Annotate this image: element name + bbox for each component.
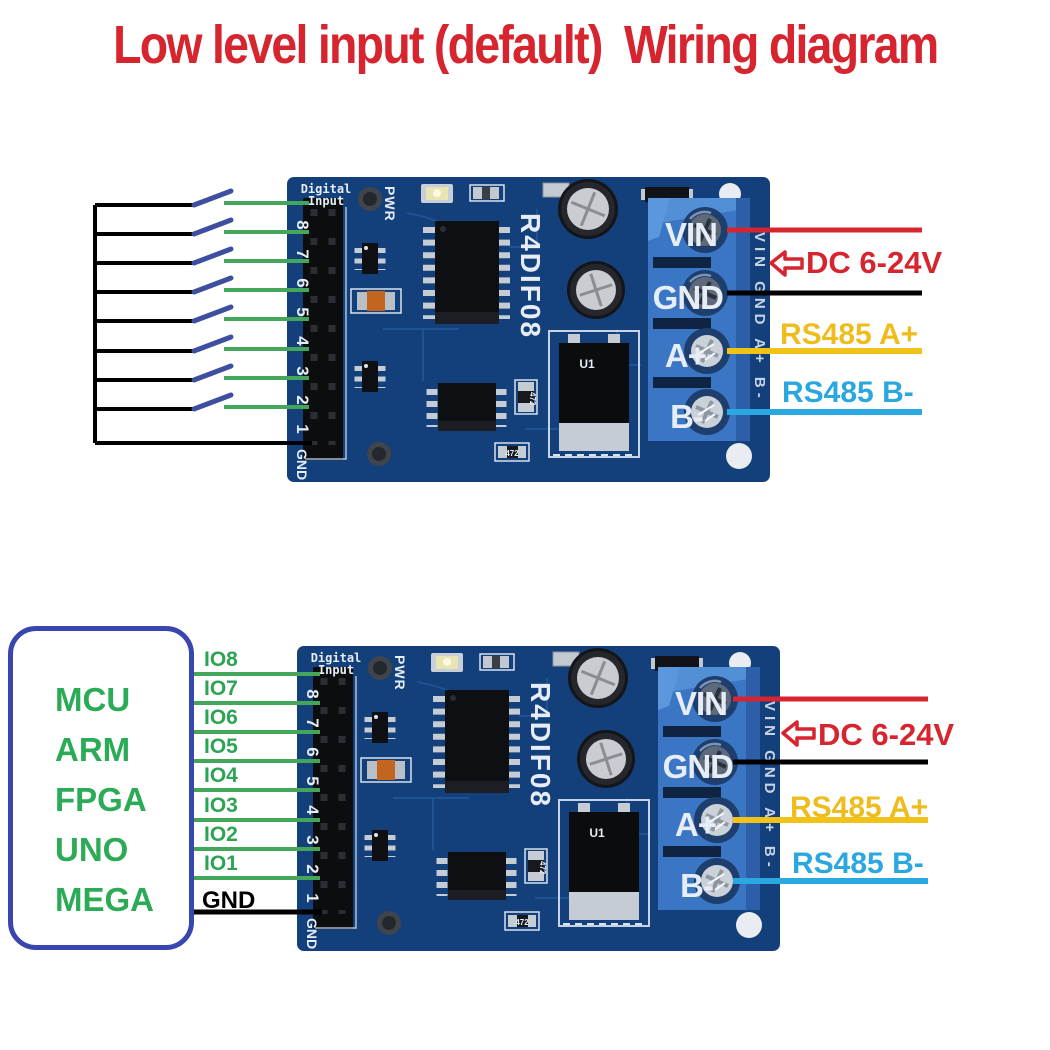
io2-label: IO2	[204, 823, 238, 846]
rs485-a-label-bottom: RS485 A+	[790, 791, 929, 824]
input-switch-7	[95, 217, 309, 237]
page-title: Low level input (default) Wiring diagram	[112, 15, 939, 75]
switch-bank	[93, 188, 312, 445]
io1-label: IO1	[204, 852, 238, 875]
dc-voltage-label-bottom: DC 6-24V	[818, 717, 955, 752]
rs485-b-label-bottom: RS485 B-	[792, 847, 924, 880]
io7-label: IO7	[204, 677, 238, 700]
input-switch-8	[95, 188, 309, 208]
dc-voltage-label-top: DC 6-24V	[806, 245, 943, 280]
io8-label: IO8	[204, 648, 238, 671]
input-switch-5	[95, 275, 309, 295]
dc-arrow-icon	[769, 250, 804, 277]
mcu-item-mcu: MCU	[55, 681, 131, 718]
input-switch-6	[95, 246, 309, 266]
rs485-b-label-top: RS485 B-	[782, 376, 914, 409]
page-title-wrap: Low level input (default) Wiring diagram	[0, 16, 1050, 74]
dc-arrow-icon	[781, 720, 816, 747]
mcu-gnd-label: GND	[202, 887, 256, 914]
pcb-module-bottom	[297, 646, 780, 951]
mcu-item-fpga: FPGA	[55, 781, 147, 818]
rs485-a-label-top: RS485 A+	[780, 318, 919, 351]
pcb-module-top	[287, 177, 770, 482]
mcu-box: MCU ARM FPGA UNO MEGA	[8, 626, 194, 950]
io3-label: IO3	[204, 794, 238, 817]
input-switch-1	[95, 392, 309, 412]
io5-label: IO5	[204, 735, 238, 758]
mcu-item-mega: MEGA	[55, 881, 154, 918]
io4-label: IO4	[204, 764, 238, 787]
io6-label: IO6	[204, 706, 238, 729]
input-switch-2	[95, 363, 309, 383]
mcu-io-wires	[194, 672, 322, 915]
input-switch-3	[95, 334, 309, 354]
mcu-item-arm: ARM	[55, 731, 131, 768]
input-switch-4	[95, 304, 309, 324]
mcu-item-uno: UNO	[55, 831, 129, 868]
